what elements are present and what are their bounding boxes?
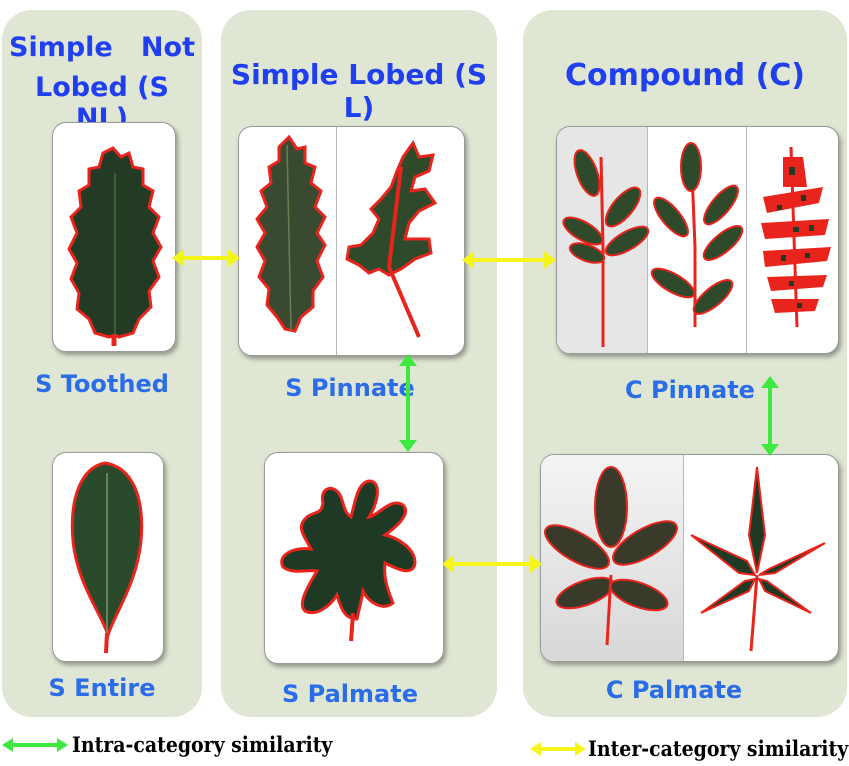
inter-arrow-toothed-pinnate [172, 246, 240, 270]
label-s-entire: S Entire [12, 674, 192, 702]
label-s-palmate: S Palmate [250, 680, 450, 708]
leaf-card-s-pinnate [238, 126, 465, 356]
panel-title-snl-line1: Simple Not [8, 32, 196, 63]
legend-intra-label: Intra-category similarity [72, 732, 332, 757]
palmate-compound-leaves-image [541, 455, 838, 661]
label-s-toothed: S Toothed [12, 370, 192, 398]
inter-arrow-spalmate-cpalmate [442, 552, 542, 576]
label-s-pinnate: S Pinnate [250, 374, 450, 402]
palmate-simple-leaf-image [265, 453, 443, 663]
leaf-card-s-toothed [52, 122, 176, 352]
inter-arrow-spinnate-cpinnate [462, 248, 556, 272]
legend-inter-label: Inter-category similarity [588, 736, 848, 761]
legend-intra: Intra-category similarity [2, 732, 332, 757]
intra-legend-arrow-icon [2, 735, 68, 755]
entire-leaf-image [53, 453, 163, 661]
leaf-card-s-palmate [264, 452, 444, 664]
leaf-card-s-entire [52, 452, 164, 662]
panel-title-simple-lobed: Simple Lobed (S L) [221, 58, 497, 124]
intra-arrow-cpinnate-cpalmate [758, 376, 782, 456]
pinnate-compound-leaves-image [557, 127, 838, 353]
inter-legend-arrow-icon [530, 739, 586, 759]
legend-inter: Inter-category similarity [530, 736, 848, 761]
leaf-card-c-pinnate [556, 126, 839, 354]
pinnate-simple-leaves-image [239, 127, 464, 355]
label-c-palmate: C Palmate [574, 676, 774, 704]
toothed-leaf-image [53, 123, 175, 351]
leaf-card-c-palmate [540, 454, 839, 662]
intra-arrow-spinnate-spalmate [396, 354, 420, 452]
panel-title-compound: Compound (C) [523, 58, 847, 93]
